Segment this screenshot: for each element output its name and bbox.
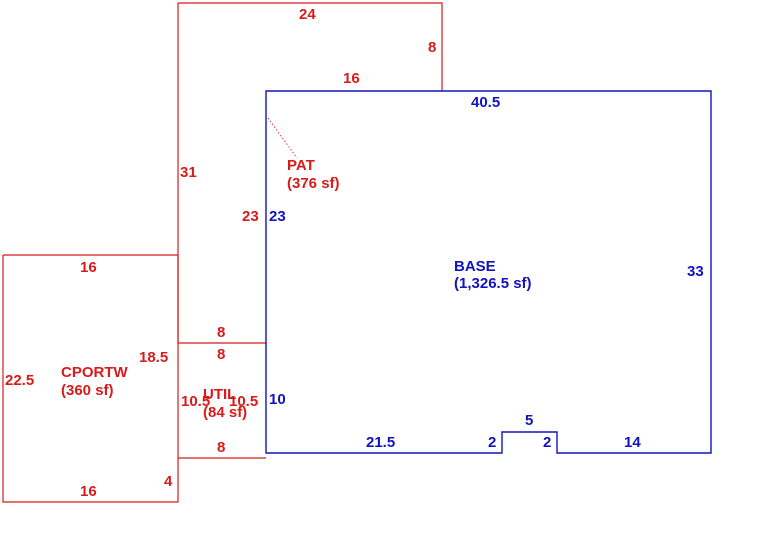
pat-top-dimension: 24 (299, 6, 316, 23)
base-left-lower-dimension: 10 (269, 391, 286, 408)
cportw-left-dimension: 22.5 (5, 372, 34, 389)
base-outline (265, 90, 712, 454)
cportw-right-dimension: 18.5 (139, 349, 168, 366)
base-left-upper-dimension: 23 (269, 208, 286, 225)
base-name-label: BASE (454, 258, 496, 275)
base-right-dimension: 33 (687, 263, 704, 280)
cportw-step-dimension: 4 (164, 473, 173, 490)
base-bottom-right-dimension: 14 (624, 434, 641, 451)
util-top-inner-dimension: 8 (217, 346, 225, 363)
base-bottom-left-dimension: 21.5 (366, 434, 395, 451)
base-notch-left-dimension: 2 (488, 434, 496, 451)
base-top-dimension: 40.5 (471, 94, 500, 111)
util-left-dimension: 10.5 (181, 393, 210, 410)
pat-right-dimension: 8 (428, 39, 436, 56)
util-area-label: (84 sf) (203, 404, 247, 421)
base-area-label: (1,326.5 sf) (454, 275, 532, 292)
pat-left-dimension: 31 (180, 164, 197, 181)
pat-name-label: PAT (287, 157, 315, 174)
cportw-name-label: CPORTW (61, 364, 129, 381)
util-name-label: UTIL (203, 386, 236, 403)
util-top-outer-dimension: 8 (217, 324, 225, 341)
cportw-area-label: (360 sf) (61, 382, 114, 399)
pat-area-label: (376 sf) (287, 175, 340, 192)
cportw-bottom-dimension: 16 (80, 483, 97, 500)
pat-step-dimension: 16 (343, 70, 360, 87)
base-notch-right-dimension: 2 (543, 434, 551, 451)
util-right-dimension: 10.5 (229, 393, 258, 410)
pat-inner-dimension: 23 (242, 208, 259, 225)
util-bottom-dimension: 8 (217, 439, 225, 456)
base-notch-top-dimension: 5 (525, 412, 533, 429)
cportw-top-dimension: 16 (80, 259, 97, 276)
cportw-outline (2, 254, 266, 503)
pat-leader-line (267, 117, 298, 159)
